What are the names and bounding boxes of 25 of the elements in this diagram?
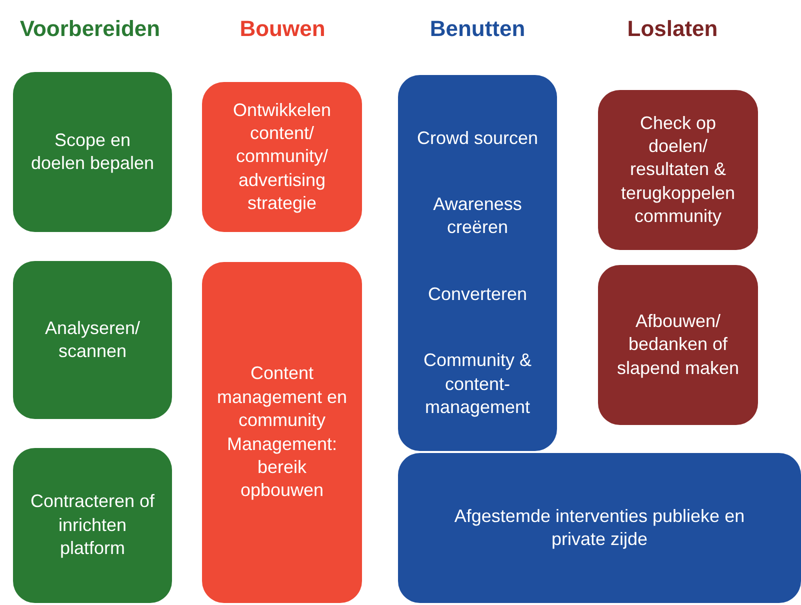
- box-text: Converteren: [428, 282, 528, 306]
- box-text: Afgestemde interventies publieke en private zijde: [453, 504, 746, 551]
- process-box: [202, 262, 362, 603]
- process-box: [598, 90, 758, 250]
- box-text: Contracteren of inrichten platform: [29, 490, 156, 560]
- column-heading: Loslaten: [626, 16, 719, 42]
- process-box: [598, 265, 758, 425]
- box-text: Ontwikkelen content/ community/ advertising strategie: [232, 98, 332, 216]
- process-box: [13, 261, 172, 419]
- box-text: Awareness creëren: [432, 192, 523, 240]
- column-heading: Benutten: [428, 16, 526, 42]
- box-text: Content management en community Management: bereik opbouwen: [216, 362, 348, 502]
- column-heading: Bouwen: [238, 16, 326, 42]
- process-box: [13, 72, 172, 232]
- box-text: Check op doelen/ resultaten & terugkoppelen community: [620, 112, 736, 228]
- process-box: [13, 448, 172, 603]
- process-box: [398, 453, 801, 603]
- box-text: Scope en doelen bepalen: [30, 128, 156, 175]
- process-box: [398, 75, 557, 451]
- box-text: Community & content-management: [422, 349, 533, 420]
- box-text: Analyseren/ scannen: [44, 316, 142, 363]
- box-text: Afbouwen/ bedanken of slapend maken: [616, 310, 740, 380]
- column-heading: Voorbereiden: [18, 16, 162, 42]
- box-text: Crowd sourcen: [416, 126, 538, 150]
- process-box: [202, 82, 362, 232]
